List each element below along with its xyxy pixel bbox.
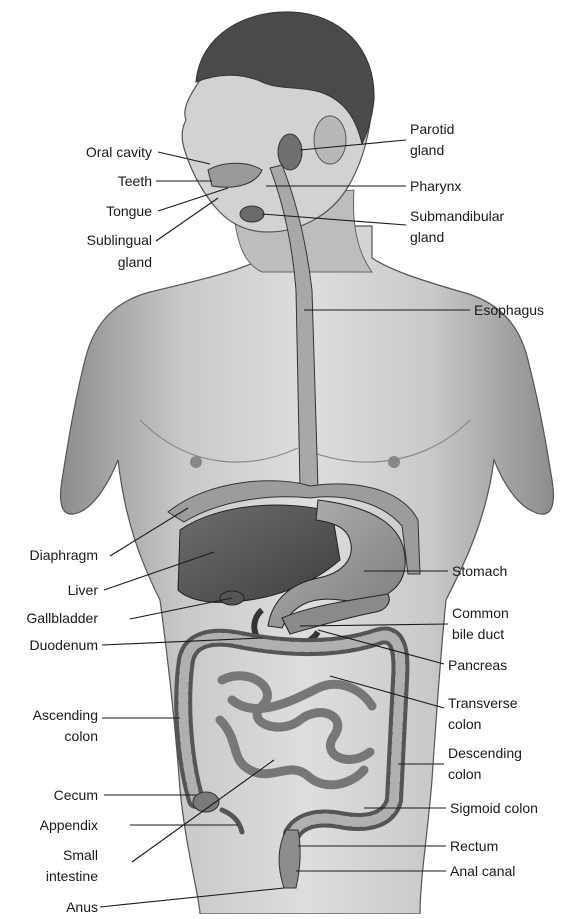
label-ascending-2: colon [65,728,98,744]
label-parotid-2: gland [410,142,444,158]
label-appendix: Appendix [40,817,98,833]
right-nipple [388,456,400,468]
label-small-1: Small [63,847,98,863]
label-anus: Anus [66,899,98,914]
rectum-shape [279,830,300,888]
label-oral-cavity: Oral cavity [86,144,152,160]
label-diaphragm: Diaphragm [30,547,98,563]
left-nipple [190,456,202,468]
label-pharynx: Pharynx [410,178,461,194]
label-ascending-1: Ascending [33,707,98,723]
label-sublingual-1: Sublingual [87,232,152,248]
label-common-1: Common [452,605,509,621]
label-common-2: bile duct [452,626,504,642]
label-gallbladder: Gallbladder [26,610,98,626]
label-sublingual-2: gland [118,254,152,270]
ear [314,116,346,164]
label-descending-1: Descending [448,745,522,761]
label-liver: Liver [68,582,99,598]
label-rectum: Rectum [450,838,498,854]
label-stomach: Stomach [452,563,507,579]
label-sigmoid-colon: Sigmoid colon [450,800,538,816]
label-transverse-1: Transverse [448,695,518,711]
label-parotid-1: Parotid [410,121,454,137]
label-submandibular-2: gland [410,229,444,245]
label-small-2: intestine [46,868,98,884]
label-descending-2: colon [448,766,481,782]
label-cecum: Cecum [54,787,98,803]
label-anal-canal: Anal canal [450,863,515,879]
label-esophagus: Esophagus [474,302,544,318]
label-transverse-2: colon [448,716,481,732]
label-tongue: Tongue [106,203,152,219]
sublingual-leader [156,198,218,241]
label-teeth: Teeth [118,173,152,189]
submandibular-shape [240,206,264,222]
label-submandibular-1: Submandibular [410,208,505,224]
label-duodenum: Duodenum [30,637,99,653]
label-pancreas: Pancreas [448,657,507,673]
